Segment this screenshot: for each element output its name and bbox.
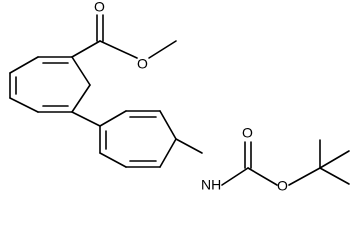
- bond: [288, 167, 321, 186]
- bond: [99, 40, 138, 59]
- bond: [9, 56, 39, 74]
- carbamate-carbonyl-oxygen-label: O: [242, 125, 253, 141]
- methyl-ester-group: O O: [71, 0, 177, 72]
- bond: [159, 110, 177, 140]
- bond: [99, 152, 127, 168]
- bond: [148, 40, 177, 59]
- tert-butyl-group: [319, 139, 350, 185]
- bond: [221, 167, 249, 186]
- bond: [71, 40, 101, 58]
- bond: [319, 150, 350, 169]
- bond: [99, 110, 127, 127]
- bond: [159, 138, 177, 168]
- boc-carbamate-group: NH O O: [175, 125, 321, 194]
- bond: [175, 138, 203, 154]
- benzene-ring-b: [99, 110, 177, 168]
- benzene-ring-a: [9, 56, 91, 113]
- bond: [9, 97, 39, 113]
- bond: [319, 167, 350, 185]
- bond: [71, 84, 91, 113]
- ester-methoxy-oxygen-label: O: [137, 56, 148, 72]
- bond: [71, 56, 91, 86]
- nh-label: NH: [201, 177, 221, 193]
- ester-carbonyl-oxygen-label: O: [94, 0, 105, 15]
- bond: [247, 167, 278, 186]
- structure-diagram: O O NH O O: [9, 0, 350, 194]
- carbamate-ether-oxygen-label: O: [277, 178, 288, 194]
- biaryl-bond: [71, 111, 101, 127]
